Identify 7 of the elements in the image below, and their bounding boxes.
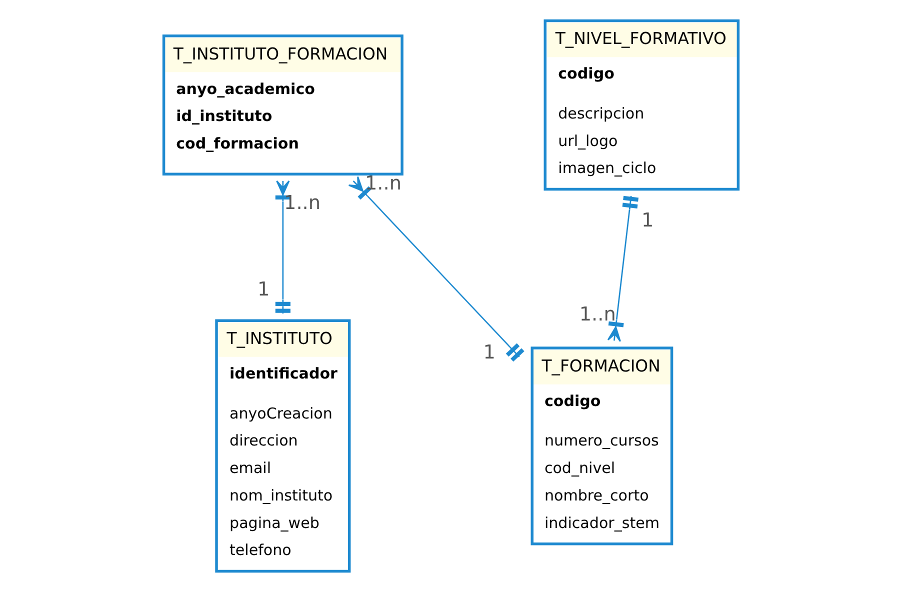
label: 1 — [256, 278, 270, 301]
connector — [348, 176, 524, 362]
label: 1..n — [284, 191, 320, 214]
connector — [606, 196, 638, 342]
label: 1 — [482, 340, 495, 364]
label: 1 — [641, 208, 654, 232]
label: 1..n — [578, 302, 616, 326]
